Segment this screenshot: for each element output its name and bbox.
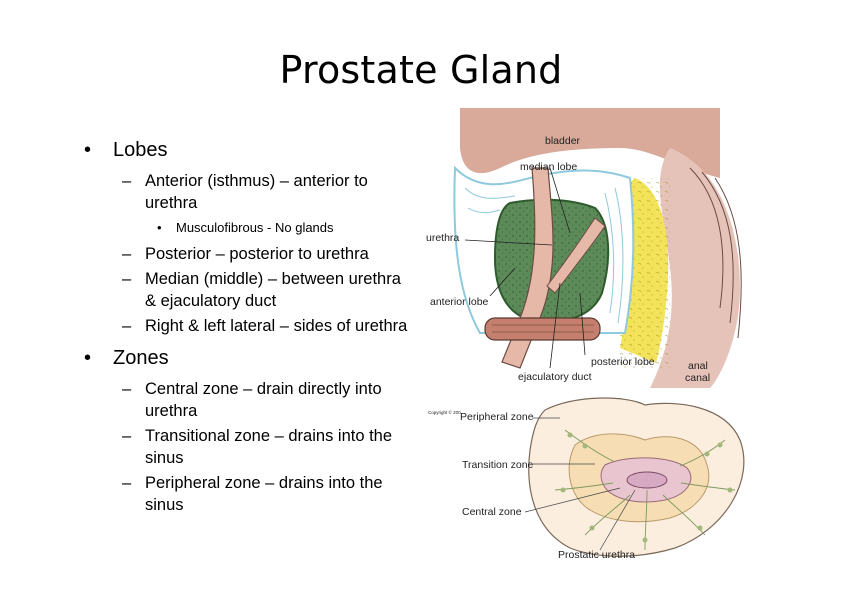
label-peripheral-zone: Peripheral zone <box>460 411 534 423</box>
lobe-subitem-text: Musculofibrous - No glands <box>176 220 334 235</box>
dash-marker: – <box>122 270 132 288</box>
prostatic-urethra <box>626 471 668 489</box>
dash-marker: – <box>122 474 132 492</box>
prostate-sagittal-illustration: bladder median lobe urethra anterior lob… <box>426 108 742 388</box>
label-median-lobe: median lobe <box>520 161 577 173</box>
bullet-marker: • <box>84 139 92 161</box>
label-bladder: bladder <box>545 135 581 147</box>
zone-item-central: – Central zone – drain directly into ure… <box>84 378 414 422</box>
dash-marker: – <box>122 380 132 398</box>
bullet-list: • Lobes – Anterior (isthmus) – anterior … <box>84 138 414 519</box>
rectal-wall <box>650 148 740 388</box>
lobes-heading: • Lobes <box>84 138 414 162</box>
lobe-subitem-anterior: • Musculofibrous - No glands <box>84 219 414 237</box>
lobe-item-lateral: – Right & left lateral – sides of urethr… <box>84 315 414 337</box>
lobe-item-text: Anterior (isthmus) – anterior to urethra <box>145 172 368 212</box>
dash-marker: – <box>122 427 132 445</box>
lobe-item-anterior: – Anterior (isthmus) – anterior to ureth… <box>84 170 414 214</box>
zone-item-transitional: – Transitional zone – drains into the si… <box>84 425 414 469</box>
prostate-zones-illustration: Copyright © 200 Peripheral zone Transiti… <box>428 397 745 561</box>
dash-marker: – <box>122 317 132 335</box>
slide-title: Prostate Gland <box>279 48 563 92</box>
zone-item-text: Transitional zone – drains into the sinu… <box>145 427 393 467</box>
label-posterior-lobe: posterior lobe <box>591 356 655 368</box>
label-central-zone: Central zone <box>462 506 522 518</box>
bullet-marker: • <box>84 347 92 369</box>
label-copyright: Copyright © 200 <box>428 409 461 415</box>
sphincter-band <box>484 317 601 341</box>
dash-marker: – <box>122 172 132 190</box>
label-canal: canal <box>685 372 710 384</box>
ejaculatory-duct <box>546 217 606 294</box>
zones-heading: • Zones <box>84 346 414 370</box>
zone-item-peripheral: – Peripheral zone – drains into the sinu… <box>84 472 414 516</box>
lobe-item-text: Posterior – posterior to urethra <box>145 245 369 263</box>
label-anal: anal <box>688 360 708 372</box>
label-prostatic-urethra: Prostatic urethra <box>558 549 635 561</box>
zone-item-text: Central zone – drain directly into ureth… <box>145 380 382 420</box>
bullet-marker: • <box>157 220 162 235</box>
label-urethra: urethra <box>426 232 459 244</box>
zones-heading-text: Zones <box>113 347 169 369</box>
label-ejaculatory-duct: ejaculatory duct <box>518 371 592 383</box>
dash-marker: – <box>122 245 132 263</box>
label-anterior-lobe: anterior lobe <box>430 296 489 308</box>
lobes-heading-text: Lobes <box>113 139 168 161</box>
bladder-wall <box>460 108 720 178</box>
label-transition-zone: Transition zone <box>462 459 534 471</box>
zone-item-text: Peripheral zone – drains into the sinus <box>145 474 383 514</box>
lobe-item-text: Median (middle) – between urethra & ejac… <box>145 270 401 310</box>
urethra-tube <box>501 167 554 369</box>
lobe-item-posterior: – Posterior – posterior to urethra <box>84 243 414 265</box>
lobe-item-median: – Median (middle) – between urethra & ej… <box>84 268 414 312</box>
lobe-item-text: Right & left lateral – sides of urethra <box>145 317 408 335</box>
